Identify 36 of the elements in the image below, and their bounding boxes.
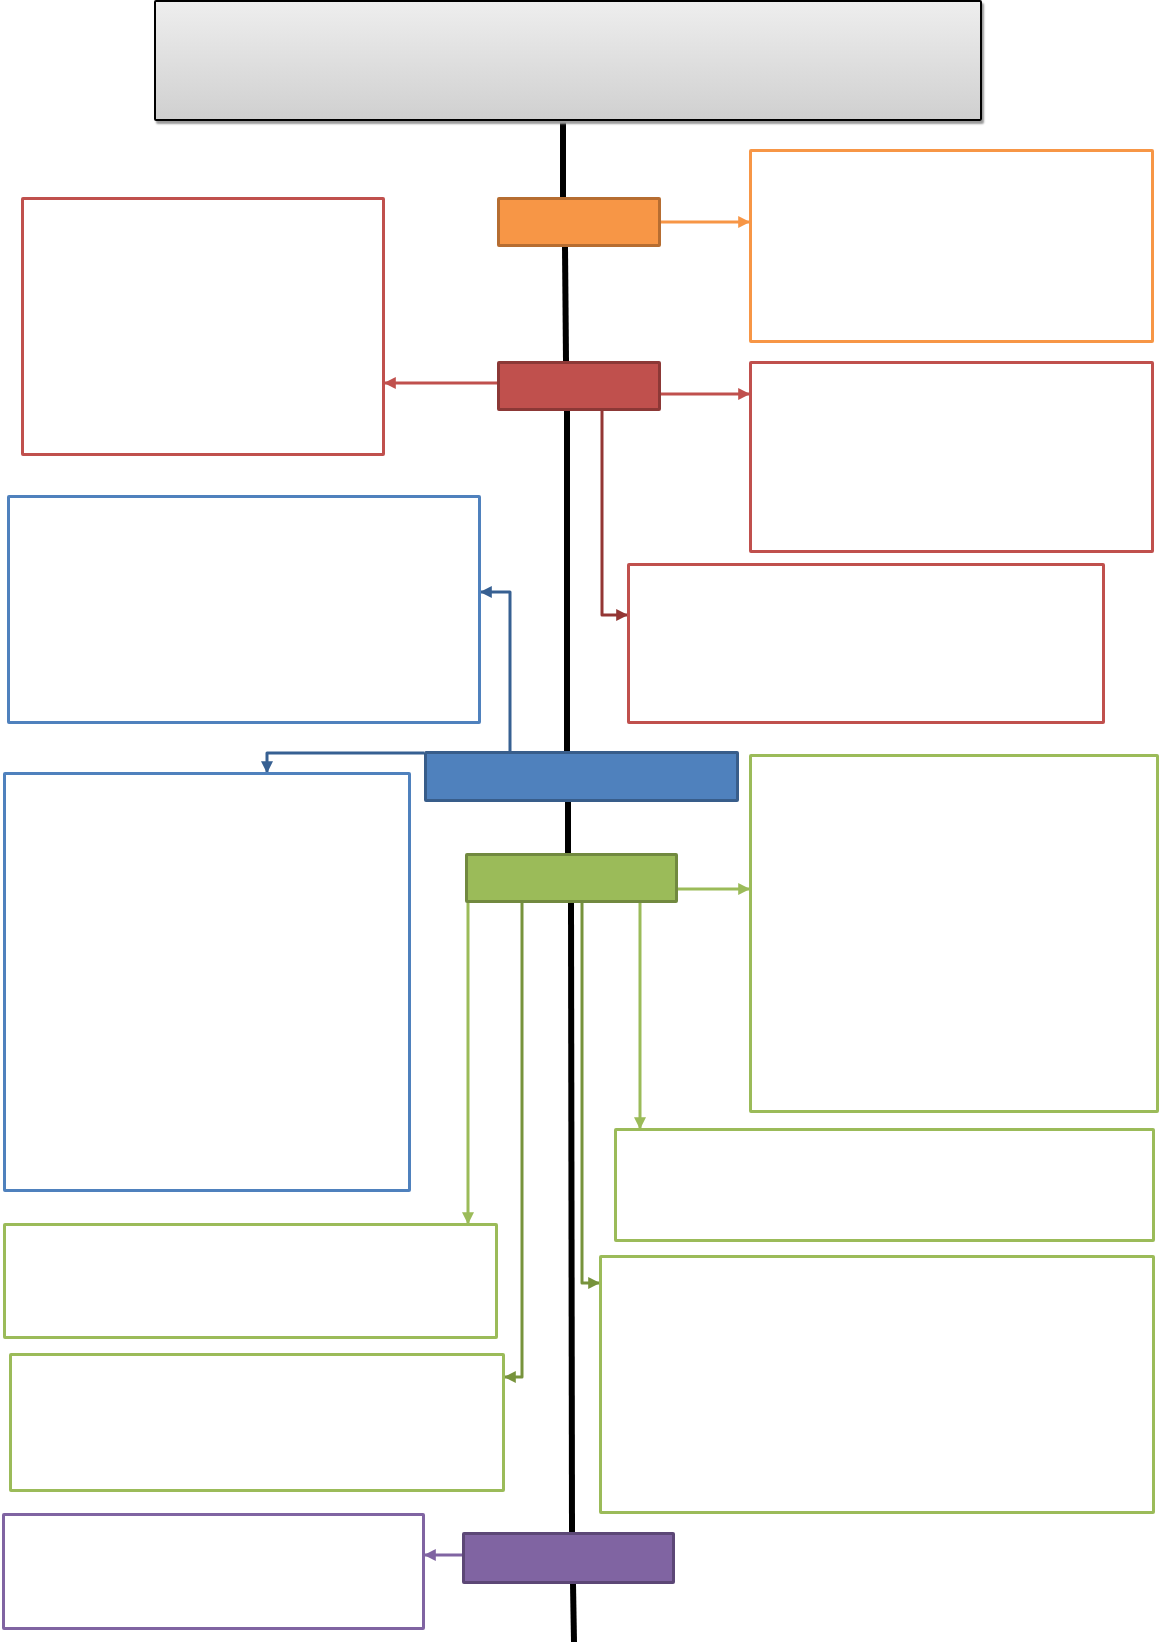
- timeline-line: [570, 1583, 577, 1643]
- arrow: [678, 883, 751, 895]
- arrow: [600, 411, 629, 621]
- arrow: [634, 903, 646, 1130]
- arrow: [503, 903, 524, 1383]
- arrow: [661, 388, 751, 400]
- content-box: [614, 1128, 1155, 1242]
- arrow: [580, 903, 601, 1289]
- arrow: [462, 903, 474, 1225]
- content-box: [21, 197, 385, 456]
- content-box: [749, 149, 1154, 343]
- arrow: [383, 377, 497, 389]
- content-box: [3, 772, 411, 1192]
- category-box: [497, 361, 661, 411]
- content-box: [9, 1353, 505, 1492]
- timeline-line: [565, 802, 571, 853]
- content-box: [749, 361, 1154, 553]
- content-box: [7, 495, 481, 724]
- timeline-line: [562, 246, 569, 362]
- content-box: [2, 1513, 425, 1630]
- content-box: [749, 754, 1159, 1113]
- category-box: [424, 751, 739, 802]
- timeline-line: [560, 121, 566, 197]
- category-box: [497, 197, 661, 247]
- timeline-line: [564, 411, 570, 751]
- arrow: [423, 1549, 462, 1561]
- content-box: [627, 563, 1105, 724]
- content-box: [3, 1223, 498, 1339]
- arrow: [261, 751, 424, 774]
- timeline-line: [568, 903, 575, 1532]
- category-box: [462, 1532, 675, 1584]
- arrow: [479, 586, 512, 751]
- header-box: [154, 0, 982, 121]
- content-box: [599, 1255, 1155, 1514]
- category-box: [465, 853, 678, 903]
- arrow: [661, 216, 751, 228]
